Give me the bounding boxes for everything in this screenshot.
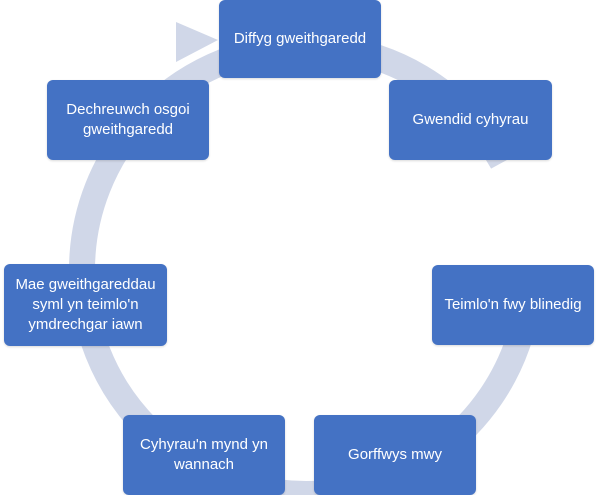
node-diffyg-gweithgaredd: Diffyg gweithgaredd: [219, 0, 381, 78]
node-label: Diffyg gweithgaredd: [233, 30, 367, 47]
node-label-line: wannach: [173, 456, 235, 473]
node-label: Gwendid cyhyrau: [412, 111, 529, 128]
node-label-line: Dechreuwch osgoi: [66, 101, 190, 118]
cycle-arrowhead: [176, 22, 218, 62]
node-label-line: syml yn teimlo'n: [32, 296, 139, 313]
node-label-line: ymdrechgar iawn: [28, 316, 143, 333]
node-dechreuwch-osgoi-gweithgaredd: Dechreuwch osgoi gweithgaredd: [47, 80, 209, 160]
node-label: Gorffwys mwy: [348, 446, 442, 463]
node-label-line: Mae gweithgareddau: [15, 276, 156, 293]
node-cyhyraun-mynd-yn-wannach: Cyhyrau'n mynd yn wannach: [123, 415, 285, 495]
node-label: Teimlo'n fwy blinedig: [444, 296, 582, 313]
node-gweithgareddau-ymdrechgar: Mae gweithgareddau syml yn teimlo'n ymdr…: [4, 264, 167, 346]
node-label-line: Cyhyrau'n mynd yn: [140, 436, 268, 453]
node-label-line: gweithgaredd: [82, 121, 174, 138]
node-teimlon-fwy-blinedig: Teimlo'n fwy blinedig: [432, 265, 594, 345]
node-gorffwys-mwy: Gorffwys mwy: [314, 415, 476, 495]
node-gwendid-cyhyrau: Gwendid cyhyrau: [389, 80, 552, 160]
